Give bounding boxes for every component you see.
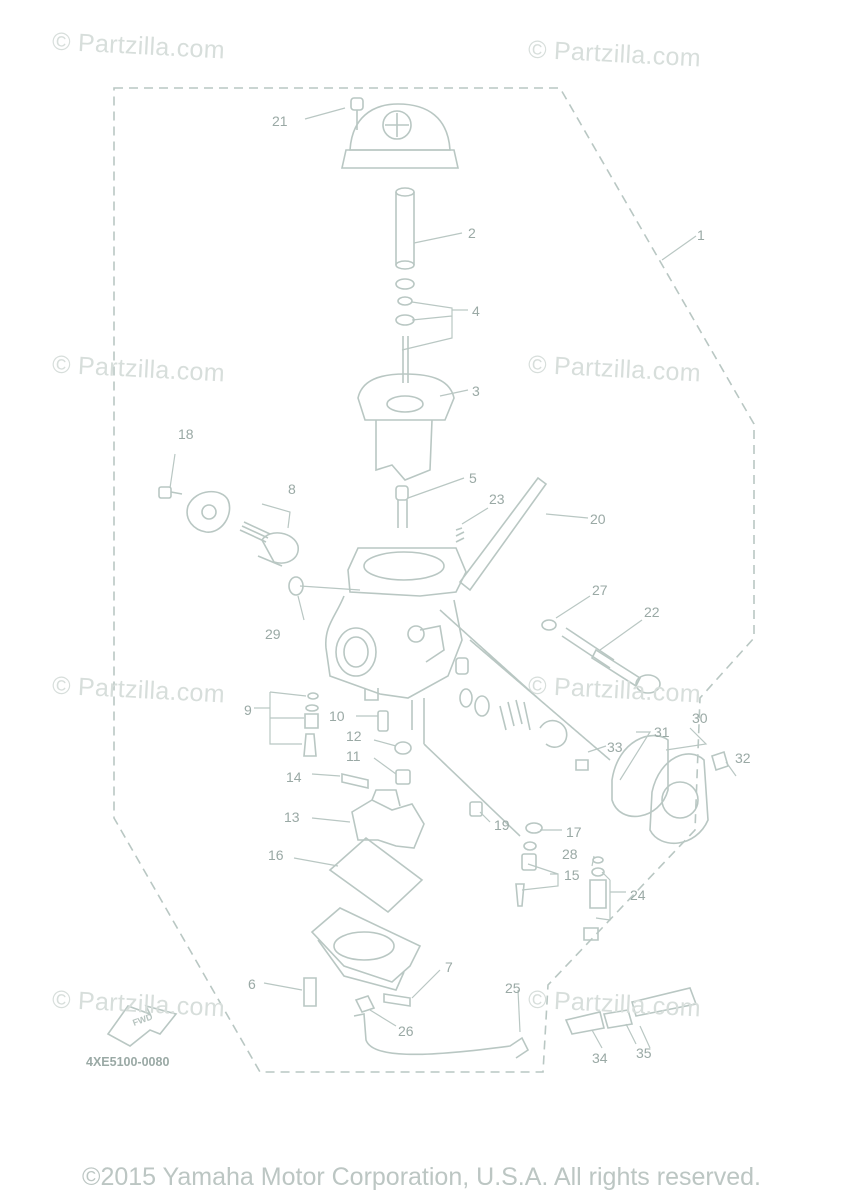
- callout-23: 23: [489, 491, 505, 507]
- callout-2: 2: [468, 225, 476, 241]
- callout-11: 11: [346, 748, 361, 764]
- callout-25: 25: [505, 980, 521, 996]
- callout-30: 30: [692, 710, 708, 726]
- pump-cover-part: [611, 734, 729, 844]
- callout-1: 1: [697, 227, 705, 243]
- callout-21: 21: [272, 113, 288, 129]
- callout-10: 10: [329, 708, 345, 724]
- starter-plunger-part: [239, 521, 299, 567]
- needle-jet-part: [395, 485, 409, 528]
- callout-28: 28: [562, 846, 578, 862]
- callout-8: 8: [288, 481, 296, 497]
- callout-22: 22: [644, 604, 660, 620]
- callout-29: 29: [265, 626, 281, 642]
- assembly-boundary: [113, 87, 755, 1073]
- screw-7-part: [383, 993, 411, 1007]
- callout-31: 31: [654, 724, 670, 740]
- callout-9: 9: [244, 702, 252, 718]
- callout-3: 3: [472, 383, 480, 399]
- carburetor-body-part: [325, 547, 469, 701]
- callout-24: 24: [630, 887, 646, 903]
- accelerator-pump-part: [459, 688, 589, 771]
- float-bowl-part: [310, 907, 422, 991]
- callout-17: 17: [566, 824, 582, 840]
- callout-35: 35: [636, 1045, 652, 1061]
- needle-set-part: [395, 278, 415, 383]
- callout-20: 20: [590, 511, 606, 527]
- callout-16: 16: [268, 847, 284, 863]
- callout-33: 33: [607, 739, 623, 755]
- callout-18: 18: [178, 426, 194, 442]
- vent-fittings-part: [564, 987, 698, 1035]
- pilot-jet-part: [303, 692, 319, 757]
- copyright-notice: ©2015 Yamaha Motor Corporation, U.S.A. A…: [82, 1163, 761, 1191]
- callout-15: 15: [564, 867, 580, 883]
- push-rod-part: [458, 476, 548, 592]
- top-cover-part: [341, 97, 459, 169]
- screw-6-part: [303, 977, 317, 1007]
- side-cover-part: [158, 486, 231, 533]
- small-spring-part: [455, 527, 465, 543]
- callout-5: 5: [469, 470, 477, 486]
- main-jet-part: [377, 710, 412, 785]
- drain-part: [354, 995, 376, 1013]
- callout-34: 34: [592, 1050, 608, 1066]
- linkage-lines: [411, 609, 611, 837]
- diaphragm-piston-part: [357, 373, 455, 481]
- gasket-part: [328, 836, 424, 914]
- callout-7: 7: [445, 959, 453, 975]
- throttle-stop-part: [561, 627, 661, 694]
- callout-14: 14: [286, 769, 302, 785]
- callout-19: 19: [494, 817, 510, 833]
- screw-19-part: [469, 801, 483, 817]
- spring-part: [395, 187, 415, 270]
- callout-12: 12: [346, 728, 362, 744]
- callout-4: 4: [472, 303, 480, 319]
- callout-27: 27: [592, 582, 608, 598]
- washer-17-part: [525, 822, 543, 834]
- fwd-arrow-icon: [106, 1004, 178, 1047]
- callout-6: 6: [248, 976, 256, 992]
- callout-26: 26: [398, 1023, 414, 1039]
- diagram-reference-code: 4XE5100-0080: [86, 1055, 170, 1069]
- drain-hose-part: [353, 1013, 530, 1059]
- float-part: [351, 789, 425, 849]
- callout-32: 32: [735, 750, 751, 766]
- screw-14-part: [341, 772, 369, 790]
- callout-13: 13: [284, 809, 300, 825]
- needle-valve-part: [515, 841, 607, 941]
- o-ring-part: [541, 619, 557, 631]
- leader-lines: [169, 107, 737, 1049]
